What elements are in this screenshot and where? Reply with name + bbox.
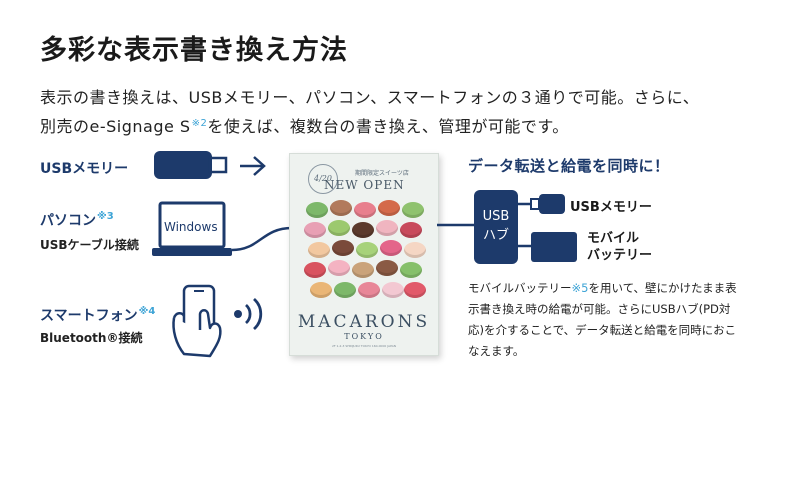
lead-line-2: 別売のe-Signage S※2を使えば、複数台の書き換え、管理が可能です。 [40, 113, 569, 137]
battery-label-1: モバイル [587, 231, 640, 246]
lead-line-1: 表示の書き換えは、USBメモリー、パソコン、スマートフォンの３通りで可能。さらに… [40, 88, 700, 107]
pc-method-label: パソコン※3 [40, 210, 114, 230]
battery-label-2: バッテリー [587, 248, 653, 263]
battery-icon [517, 232, 577, 262]
sync-note-text-a: モバイルバッテリー [468, 281, 572, 295]
lead-line-2-text-a: 別売のe-Signage S [40, 117, 191, 136]
battery-label: モバイル バッテリー [587, 230, 652, 264]
phone-connection-label: Bluetooth®接続 [40, 331, 143, 345]
poster-subtitle: 期間限定スイーツ店 [355, 170, 409, 177]
hand-phone-icon [172, 284, 222, 358]
footnote-mark-3: ※3 [97, 211, 114, 222]
sync-usb-label: USBメモリー [570, 200, 652, 215]
hub-usb-link [517, 194, 565, 214]
poster-hub-cable [437, 223, 475, 227]
poster-date-badge: 4/20 [308, 164, 338, 194]
sync-title: データ転送と給電を同時に！ [468, 157, 670, 175]
phone-method-label-text: スマートフォン [40, 308, 138, 324]
poster-city: TOKYO [344, 332, 384, 341]
footnote-mark-4: ※4 [138, 306, 156, 317]
usb-hub-label-1: USB [482, 209, 510, 224]
laptop-icon [152, 201, 293, 256]
usb-stick-icon [154, 151, 228, 179]
phone-method-label: スマートフォン※4 [40, 305, 155, 325]
usb-method-label: USBメモリー [40, 161, 129, 177]
macaron-photo [304, 200, 426, 302]
usb-hub-box: USB ハブ [474, 190, 518, 264]
lead-line-2-text-b: を使えば、複数台の書き換え、管理が可能です。 [207, 117, 569, 136]
laptop-screen-text: Windows [164, 220, 218, 234]
poster-headline: NEW OPEN [324, 178, 405, 192]
pc-connection-label: USBケーブル接続 [40, 238, 139, 252]
poster-fine-print: 2F 1-2-3 SHINJUKU TOKYO 160-0000 JAPAN [331, 344, 397, 348]
poster-brand: MACARONS [297, 312, 431, 332]
sample-poster: 4/20 期間限定スイーツ店 NEW OPEN MACARONS TOKYO 2… [289, 153, 439, 356]
sync-note: モバイルバッテリー※5を用いて、壁にかけたまま表示書き換え時の給電が可能。さらに… [468, 278, 738, 362]
arrow-right-icon [240, 156, 266, 176]
page-title: 多彩な表示書き換え方法 [40, 35, 348, 66]
wireless-signal-icon [234, 297, 263, 331]
usb-hub-label-2: ハブ [482, 228, 509, 243]
sync-note-text-b: を用いて、壁にかけたまま表示書き換え時の給電が可能。さらにUSBハブ(PD対応)… [468, 281, 737, 358]
pc-method-label-text: パソコン [40, 213, 96, 229]
footnote-mark-2: ※2 [191, 118, 208, 129]
footnote-mark-5: ※5 [571, 281, 589, 295]
